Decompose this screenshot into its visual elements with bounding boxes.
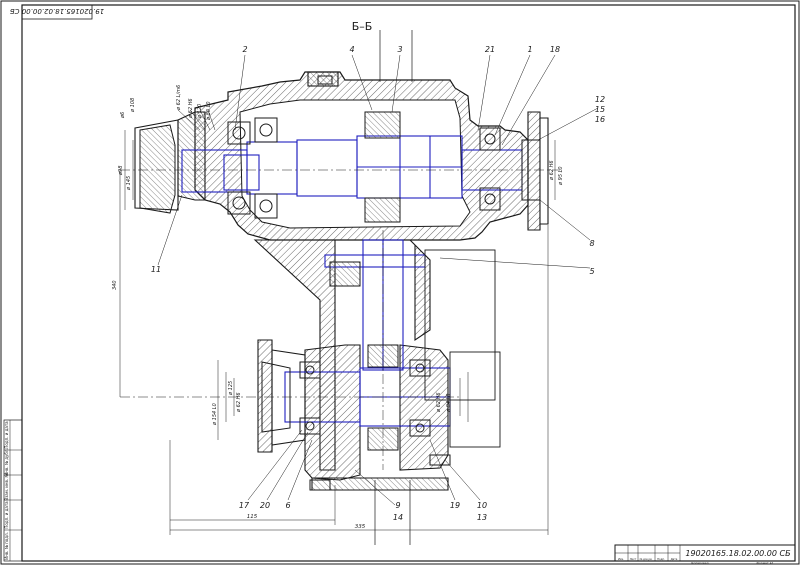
dim-d14: ø 154 L0 bbox=[212, 403, 218, 426]
dim-d10: ø 95 L0 bbox=[558, 166, 564, 186]
callout-17: 17 bbox=[239, 501, 250, 510]
section-label: Б–Б bbox=[352, 20, 373, 33]
callout-19: 19 bbox=[450, 501, 460, 510]
corner-stamp: 19.020165.18.02.00.00 СБ bbox=[10, 7, 104, 15]
callout-10: 10 bbox=[477, 501, 487, 510]
dim-d12: ø 125 bbox=[228, 381, 234, 396]
callout-9: 9 bbox=[395, 501, 400, 510]
tb-data: Дата bbox=[671, 557, 678, 561]
tb-doc: № докум. bbox=[640, 558, 653, 561]
dim-d9: ø 62 H6 bbox=[549, 160, 555, 181]
callout-5: 5 bbox=[589, 267, 594, 276]
callout-20: 20 bbox=[260, 501, 270, 510]
callouts: 2 4 3 21 1 18 12 15 16 8 5 11 17 20 6 9 … bbox=[151, 45, 605, 522]
dim-d16: ø 84 L0 bbox=[446, 393, 452, 413]
margin-label-2: Инв. № дубл. bbox=[4, 448, 9, 475]
callout-16: 16 bbox=[595, 115, 605, 124]
callout-3: 3 bbox=[397, 45, 402, 54]
tb-list: Лист bbox=[630, 557, 637, 561]
dim-d3: ø98 bbox=[118, 166, 124, 176]
callout-4: 4 bbox=[349, 45, 354, 54]
dim-d7: ø 120 bbox=[197, 104, 203, 119]
callout-15: 15 bbox=[595, 105, 605, 114]
drawing-designation: 19020165.18.02.00.00 СБ bbox=[685, 549, 791, 558]
dim-d17: 115 bbox=[247, 514, 258, 520]
margin-label-3: Взам. инв. № bbox=[4, 473, 9, 500]
dimension-labels: ø6 ø 108 ø98 ø 145 ø 62 L/m6 ø 62 H6 ø 1… bbox=[112, 85, 564, 530]
dim-d13: ø 62 H6 bbox=[236, 392, 242, 413]
tb-format: Формат A1 bbox=[756, 561, 773, 565]
dim-d2: ø 108 bbox=[130, 98, 136, 113]
callout-13: 13 bbox=[477, 513, 487, 522]
dim-d6: ø 62 H6 bbox=[188, 98, 194, 119]
margin-label-4: Подп. и дата bbox=[4, 501, 9, 529]
callout-11: 11 bbox=[151, 265, 161, 274]
callout-12: 12 bbox=[595, 95, 605, 104]
dim-d15: ø 62 H6 bbox=[436, 392, 442, 413]
margin-label-5: Инв. № подл. bbox=[4, 532, 9, 560]
tb-izm: Изм. bbox=[618, 557, 624, 561]
callout-18: 18 bbox=[550, 45, 560, 54]
callout-8: 8 bbox=[589, 239, 594, 248]
callout-21: 21 bbox=[485, 45, 495, 54]
dim-d8: ø 80 L0 bbox=[206, 101, 212, 121]
title-block: 19020165.18.02.00.00 СБ Изм. Лист № доку… bbox=[614, 544, 796, 565]
callout-2: 2 bbox=[242, 45, 247, 54]
dimension-lines bbox=[119, 54, 599, 535]
dim-d5: ø 62 L/m6 bbox=[176, 85, 182, 111]
dim-d18: 335 bbox=[355, 524, 366, 530]
dim-d1: ø6 bbox=[120, 112, 126, 119]
tb-copied: Копировал bbox=[691, 561, 708, 565]
dim-d4: ø 145 bbox=[126, 176, 132, 191]
center-lines bbox=[120, 169, 560, 470]
callout-1: 1 bbox=[527, 45, 532, 54]
tb-podp: Подп. bbox=[657, 557, 665, 561]
dim-d11: 340 bbox=[112, 280, 118, 290]
callout-6: 6 bbox=[285, 501, 290, 510]
callout-14: 14 bbox=[393, 513, 403, 522]
margin-label-1: Подп. и дата bbox=[4, 421, 9, 449]
